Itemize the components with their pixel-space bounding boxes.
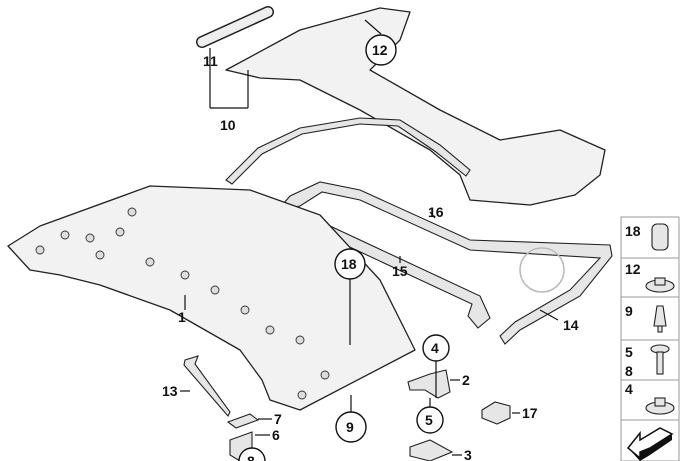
legend-item-9: 9 (625, 303, 633, 319)
callout-6: 6 (272, 427, 280, 443)
callout-2: 2 (462, 372, 470, 388)
callout-16: 16 (428, 204, 444, 220)
legend-item-8: 8 (625, 363, 633, 379)
part-3-plate[interactable] (409, 439, 454, 461)
legend-item-12: 12 (625, 261, 641, 277)
fastener-legend-panel: 18 12 9 5 8 4 (620, 216, 680, 461)
part-13-strip[interactable] (183, 355, 231, 417)
leader-lines (180, 19, 559, 456)
callout-17: 17 (522, 405, 538, 421)
plug-icon (651, 223, 669, 251)
callout-7: 7 (274, 411, 282, 427)
callout-12: 12 (372, 42, 388, 58)
legend-item-4: 4 (625, 381, 633, 397)
callout-18: 18 (341, 256, 357, 272)
part-2-bracket[interactable] (407, 369, 451, 399)
callout-15: 15 (392, 263, 408, 279)
part-12-cover[interactable] (225, 7, 606, 206)
callout-11: 11 (203, 53, 218, 69)
callout-9: 9 (346, 419, 354, 435)
callout-13: 13 (162, 383, 178, 399)
callout-10: 10 (220, 117, 236, 133)
part-17-block[interactable] (481, 401, 511, 425)
part-11-rod[interactable] (196, 6, 274, 48)
callout-3: 3 (464, 447, 472, 461)
detail-highlight-circle (519, 247, 565, 293)
part-1-roof-panel[interactable] (7, 185, 416, 411)
part-seal-upper[interactable] (225, 117, 471, 185)
roof-panel-holes (35, 207, 330, 400)
callout-5: 5 (425, 412, 433, 428)
part-16-rail[interactable] (276, 181, 613, 345)
part-7-plate[interactable] (226, 413, 260, 429)
callout-4: 4 (431, 340, 439, 356)
legend-item-18: 18 (625, 223, 641, 239)
callout-14: 14 (563, 317, 579, 333)
legend-item-5: 5 (625, 344, 633, 360)
callout-1: 1 (178, 309, 186, 325)
callout-8: 8 (247, 453, 255, 461)
